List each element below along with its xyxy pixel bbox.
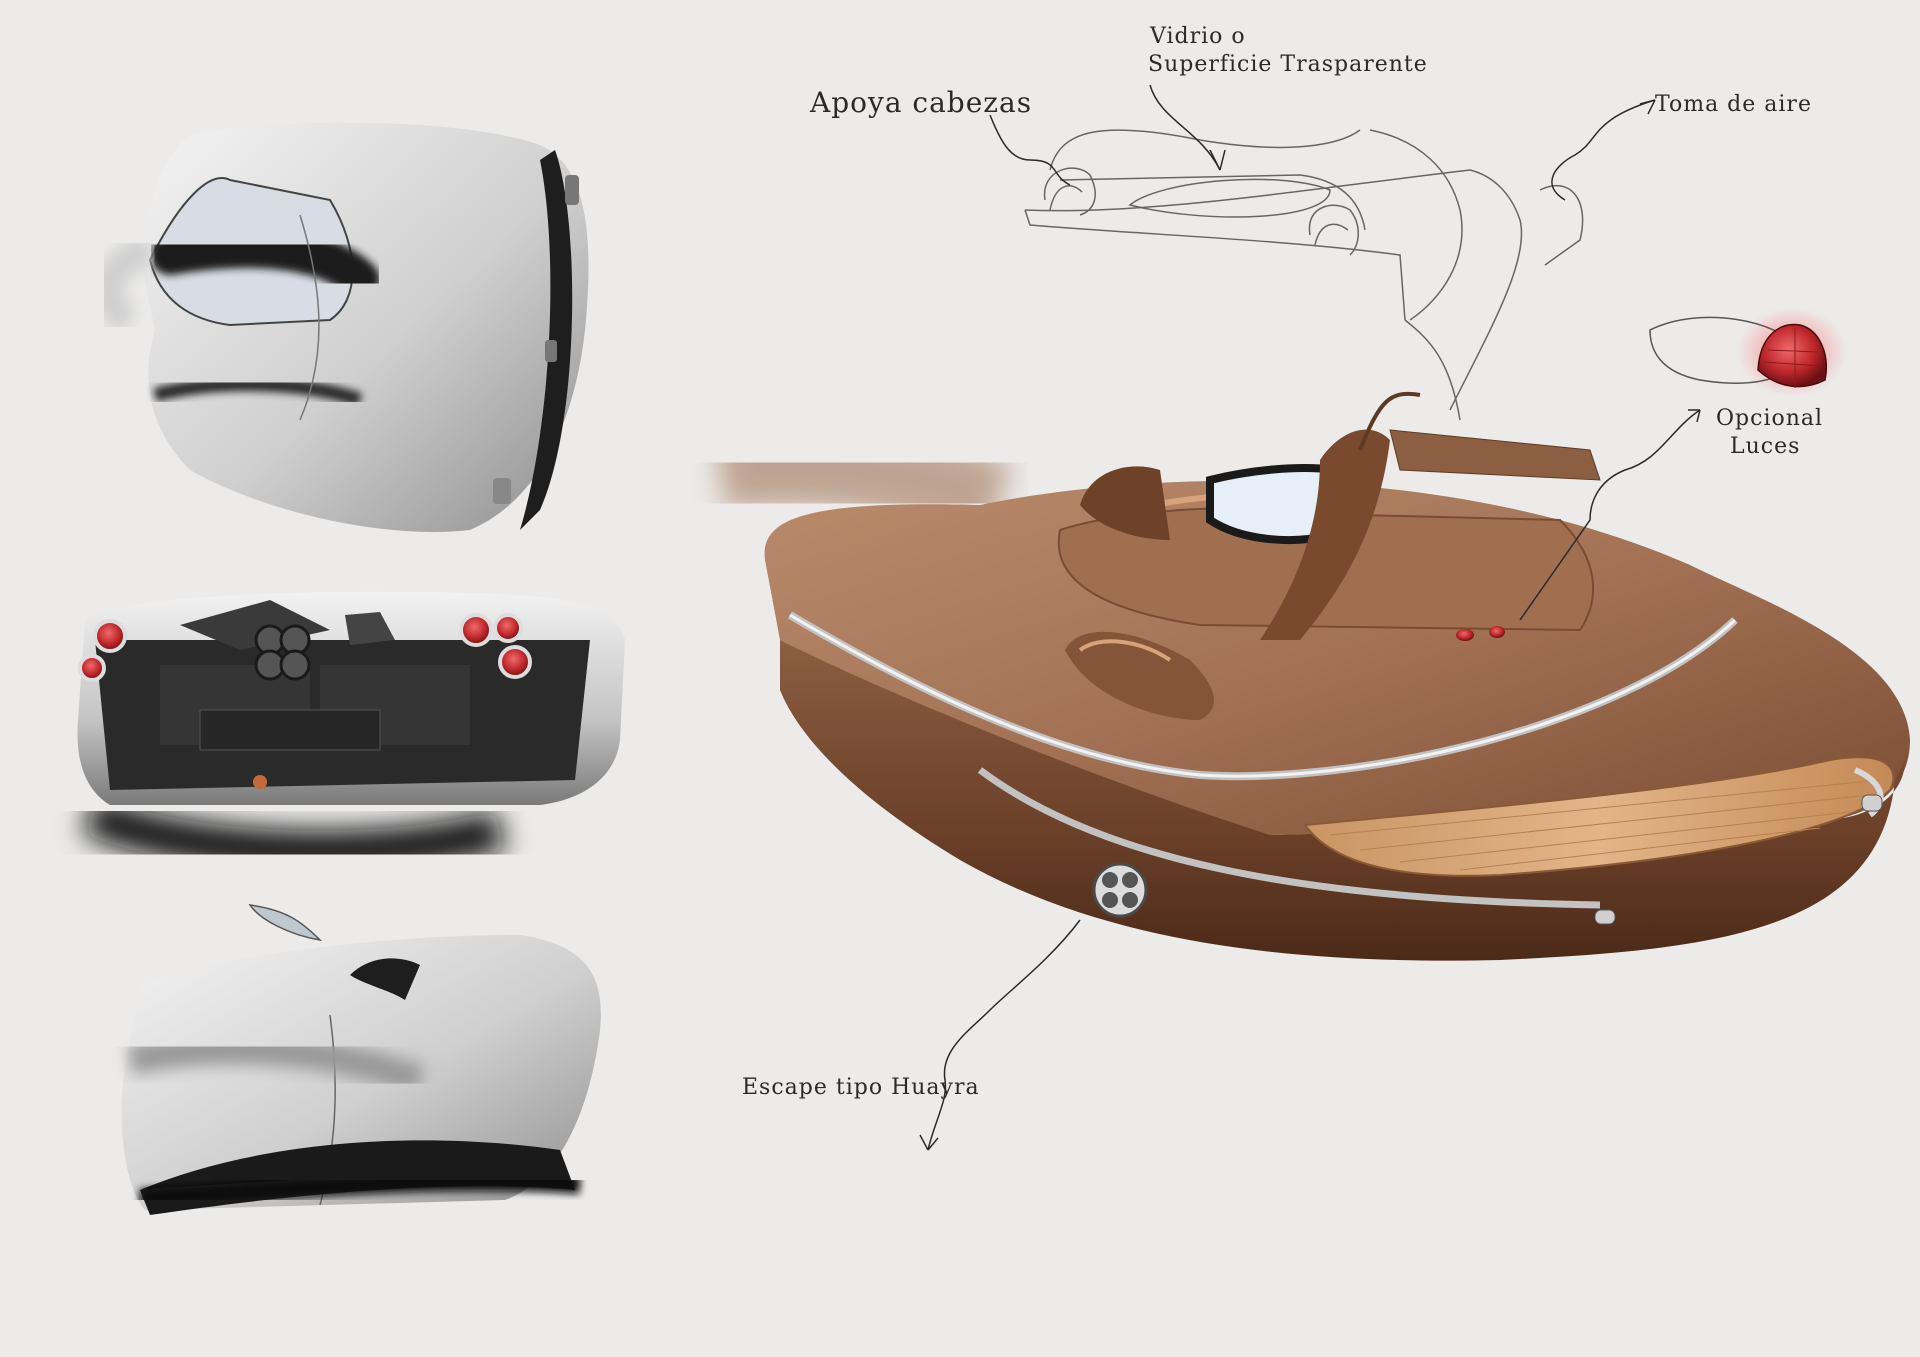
label-headrest: Apoya cabezas [810,86,1033,119]
sketch-rear-view [77,591,626,871]
label-optional-line1: Opcional [1716,406,1824,431]
label-air-intake: Toma de aire [1655,92,1812,117]
tail-lights [78,613,532,682]
quad-exhaust [254,624,311,681]
leader-lines [919,84,1701,1151]
label-glass-line1: Vidrio o [1150,24,1246,49]
sketch-cockpit-outline [1024,129,1584,421]
rear-lights-small [1456,626,1505,641]
sketch-side-view [121,904,601,1215]
sketch-optional-light [1649,307,1847,397]
label-exhaust: Escape tipo Huayra [742,1075,980,1100]
label-optional-line2: Luces [1730,434,1801,459]
sketch-main-render [715,391,1910,961]
exhaust-huayra [1092,862,1148,918]
sketch-top-rear-view [93,122,589,532]
wood-deck [1303,756,1895,877]
label-glass-line2: Superficie Trasparente [1148,52,1428,77]
